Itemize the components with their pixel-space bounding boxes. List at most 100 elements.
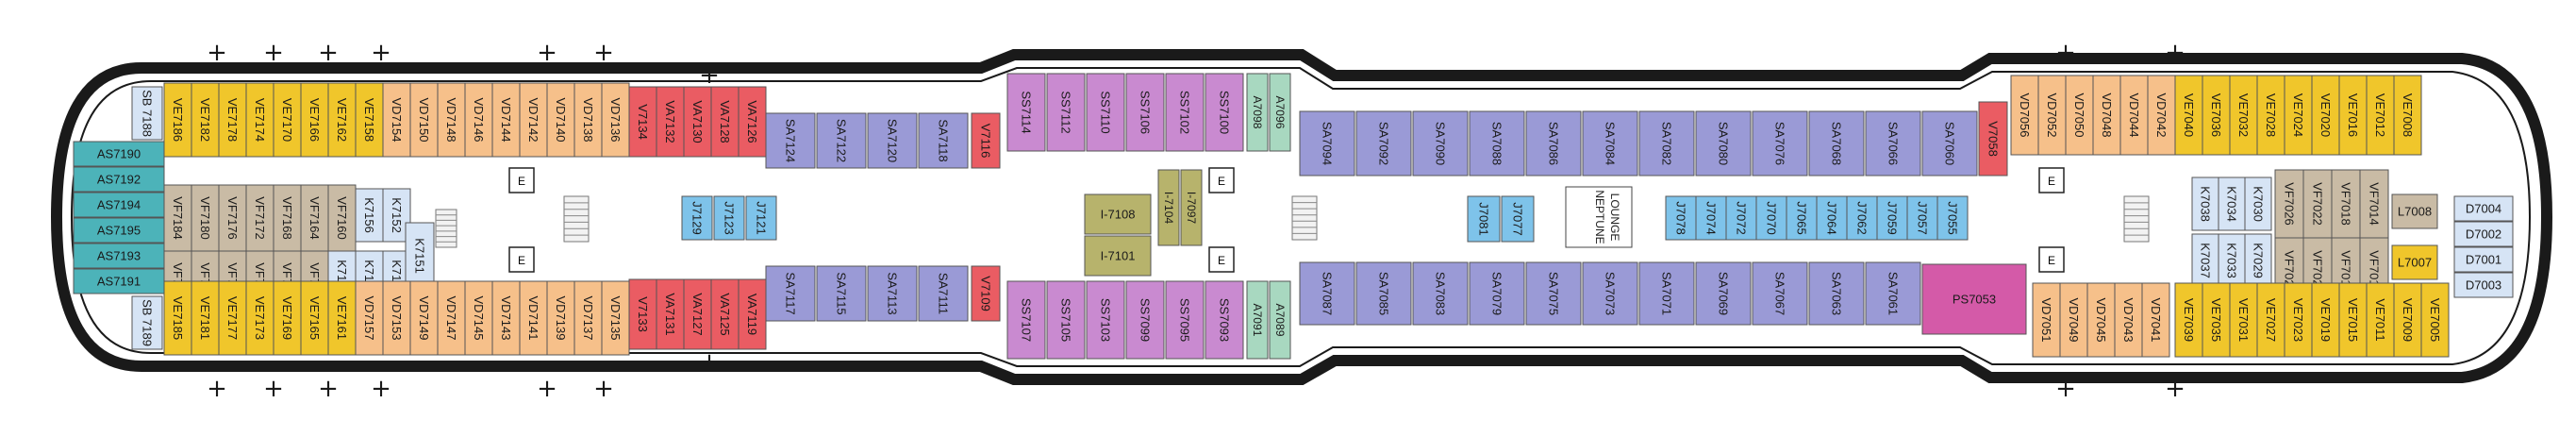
cabin-sa7080[interactable]: SA7080 <box>1695 110 1752 176</box>
cabin-vf7018[interactable]: VF7018 <box>2331 169 2361 239</box>
cabin-vd7056[interactable]: VD7056 <box>2010 75 2039 156</box>
cabin-vd7139[interactable]: VD7139 <box>546 280 575 356</box>
cabin-ve7031[interactable]: VE7031 <box>2229 282 2258 358</box>
cabin-as7195[interactable]: AS7195 <box>73 217 165 244</box>
cabin-vf7160[interactable]: VF7160 <box>327 184 357 252</box>
cabin-vf7168[interactable]: VF7168 <box>273 184 302 252</box>
cabin-v7133[interactable]: V7133 <box>628 278 657 350</box>
cabin-ve7162[interactable]: VE7162 <box>327 82 357 158</box>
cabin-ss7110[interactable]: SS7110 <box>1086 73 1125 152</box>
cabin-v7134[interactable]: V7134 <box>628 86 657 158</box>
cabin-sa7113[interactable]: SA7113 <box>867 265 918 322</box>
cabin-ve7008[interactable]: VE7008 <box>2393 75 2422 156</box>
cabin-sa7084[interactable]: SA7084 <box>1582 110 1638 176</box>
cabin-vd7137[interactable]: VD7137 <box>573 280 603 356</box>
cabin-sa7079[interactable]: SA7079 <box>1469 261 1525 326</box>
cabin-vd7135[interactable]: VD7135 <box>601 280 630 356</box>
cabin-a7096[interactable]: A7096 <box>1269 73 1291 152</box>
cabin-a7091[interactable]: A7091 <box>1246 280 1269 360</box>
cabin-j7070[interactable]: J7070 <box>1755 195 1787 241</box>
cabin-j7129[interactable]: J7129 <box>681 195 713 241</box>
cabin-sb-7189[interactable]: SB 7189 <box>131 295 163 350</box>
cabin-ve7039[interactable]: VE7039 <box>2174 282 2203 358</box>
cabin-v7109[interactable]: V7109 <box>971 265 1001 322</box>
cabin-ve7174[interactable]: VE7174 <box>245 82 274 158</box>
cabin-ve7165[interactable]: VE7165 <box>300 280 329 356</box>
cabin-k7156[interactable]: K7156 <box>355 188 384 243</box>
cabin-sa7115[interactable]: SA7115 <box>816 265 867 322</box>
cabin-ss7099[interactable]: SS7099 <box>1125 280 1165 360</box>
cabin-sa7082[interactable]: SA7082 <box>1638 110 1695 176</box>
cabin-ve7181[interactable]: VE7181 <box>191 280 220 356</box>
cabin-vd7051[interactable]: VD7051 <box>2032 282 2061 358</box>
cabin-sa7092[interactable]: SA7092 <box>1355 110 1412 176</box>
cabin-vd7045[interactable]: VD7045 <box>2086 282 2116 358</box>
cabin-ve7012[interactable]: VE7012 <box>2366 75 2395 156</box>
cabin-a7098[interactable]: A7098 <box>1246 73 1269 152</box>
cabin-vf7022[interactable]: VF7022 <box>2302 169 2333 239</box>
cabin-sa7111[interactable]: SA7111 <box>918 265 969 322</box>
cabin-vd7146[interactable]: VD7146 <box>464 82 493 158</box>
cabin-ve7158[interactable]: VE7158 <box>355 82 384 158</box>
cabin-va7130[interactable]: VA7130 <box>683 86 712 158</box>
cabin-sa7090[interactable]: SA7090 <box>1412 110 1469 176</box>
cabin-va7132[interactable]: VA7132 <box>656 86 685 158</box>
cabin-sa7067[interactable]: SA7067 <box>1752 261 1808 326</box>
cabin-j7078[interactable]: J7078 <box>1665 195 1697 241</box>
cabin-vd7043[interactable]: VD7043 <box>2114 282 2143 358</box>
cabin-ve7016[interactable]: VE7016 <box>2338 75 2368 156</box>
cabin-sa7066[interactable]: SA7066 <box>1865 110 1921 176</box>
cabin-ve7023[interactable]: VE7023 <box>2284 282 2313 358</box>
cabin-v7116[interactable]: V7116 <box>971 112 1001 169</box>
cabin-l7007[interactable]: L7007 <box>2391 244 2438 280</box>
cabin-j7065[interactable]: J7065 <box>1786 195 1818 241</box>
cabin-j7077[interactable]: J7077 <box>1501 195 1535 243</box>
cabin-k7038[interactable]: K7038 <box>2191 176 2219 231</box>
cabin-sa7071[interactable]: SA7071 <box>1638 261 1695 326</box>
cabin-ve7040[interactable]: VE7040 <box>2174 75 2203 156</box>
cabin-vf7184[interactable]: VF7184 <box>163 184 192 252</box>
cabin-vd7153[interactable]: VD7153 <box>382 280 411 356</box>
cabin-sa7069[interactable]: SA7069 <box>1695 261 1752 326</box>
cabin-ve7169[interactable]: VE7169 <box>273 280 302 356</box>
cabin-vd7145[interactable]: VD7145 <box>464 280 493 356</box>
cabin-j7064[interactable]: J7064 <box>1816 195 1848 241</box>
cabin-i-7097[interactable]: I-7097 <box>1180 169 1203 246</box>
cabin-ve7005[interactable]: VE7005 <box>2420 282 2450 358</box>
cabin-vd7138[interactable]: VD7138 <box>573 82 603 158</box>
cabin-sa7060[interactable]: SA7060 <box>1921 110 1978 176</box>
cabin-sa7073[interactable]: SA7073 <box>1582 261 1638 326</box>
cabin-sa7061[interactable]: SA7061 <box>1865 261 1921 326</box>
cabin-ss7112[interactable]: SS7112 <box>1046 73 1086 152</box>
cabin-vf7172[interactable]: VF7172 <box>245 184 274 252</box>
cabin-a7089[interactable]: A7089 <box>1269 280 1291 360</box>
cabin-ss7100[interactable]: SS7100 <box>1205 73 1244 152</box>
cabin-k7034[interactable]: K7034 <box>2218 176 2246 231</box>
cabin-d7001[interactable]: D7001 <box>2453 246 2514 273</box>
cabin-va7125[interactable]: VA7125 <box>710 278 740 350</box>
cabin-j7072[interactable]: J7072 <box>1725 195 1757 241</box>
cabin-vd7154[interactable]: VD7154 <box>382 82 411 158</box>
cabin-ss7107[interactable]: SS7107 <box>1006 280 1046 360</box>
cabin-sa7120[interactable]: SA7120 <box>867 112 918 169</box>
cabin-vd7143[interactable]: VD7143 <box>491 280 521 356</box>
cabin-ve7032[interactable]: VE7032 <box>2229 75 2258 156</box>
cabin-i-7101[interactable]: I-7101 <box>1084 235 1152 277</box>
cabin-vd7142[interactable]: VD7142 <box>519 82 548 158</box>
cabin-sa7086[interactable]: SA7086 <box>1525 110 1582 176</box>
cabin-d7002[interactable]: D7002 <box>2453 221 2514 247</box>
cabin-ve7161[interactable]: VE7161 <box>327 280 357 356</box>
cabin-sa7075[interactable]: SA7075 <box>1525 261 1582 326</box>
cabin-vf7164[interactable]: VF7164 <box>300 184 329 252</box>
cabin-j7062[interactable]: J7062 <box>1846 195 1878 241</box>
cabin-k7030[interactable]: K7030 <box>2244 176 2272 231</box>
cabin-ve7173[interactable]: VE7173 <box>245 280 274 356</box>
cabin-vd7136[interactable]: VD7136 <box>601 82 630 158</box>
cabin-ve7015[interactable]: VE7015 <box>2338 282 2368 358</box>
cabin-ve7166[interactable]: VE7166 <box>300 82 329 158</box>
cabin-v7058[interactable]: V7058 <box>1978 101 2008 176</box>
cabin-i-7104[interactable]: I-7104 <box>1157 169 1180 246</box>
cabin-vd7041[interactable]: VD7041 <box>2141 282 2170 358</box>
cabin-sa7068[interactable]: SA7068 <box>1808 110 1865 176</box>
cabin-vd7049[interactable]: VD7049 <box>2059 282 2088 358</box>
